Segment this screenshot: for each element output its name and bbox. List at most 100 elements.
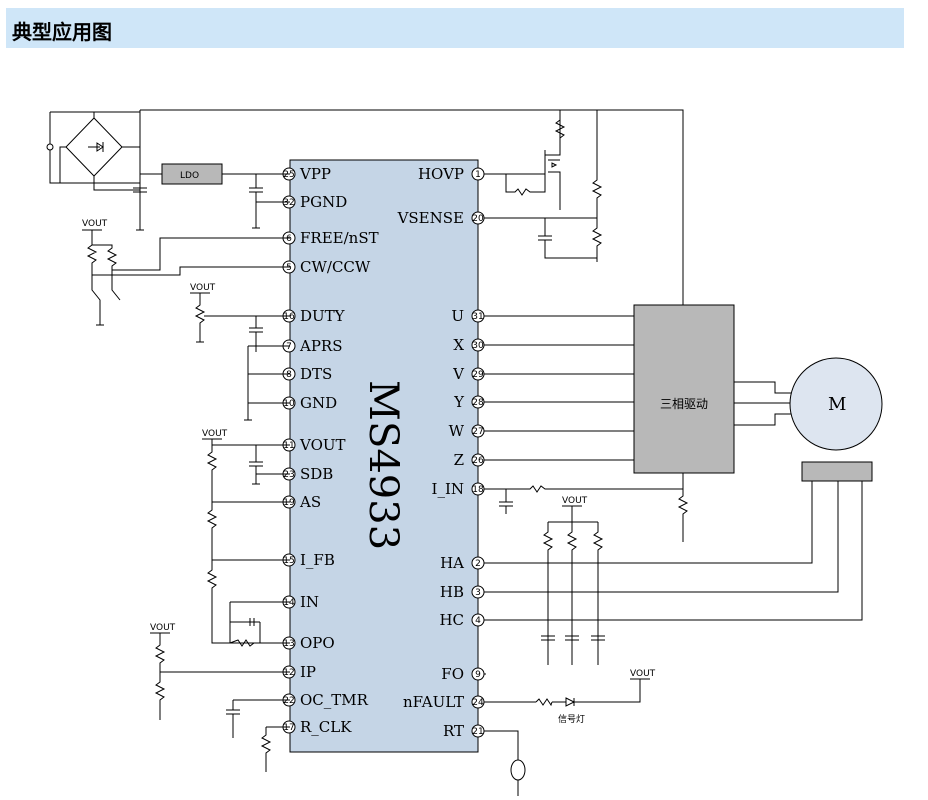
- pin-number-left: 10: [283, 399, 295, 409]
- motor-wires: [734, 381, 792, 426]
- pin-label-right: X: [453, 336, 464, 354]
- pin-number-right: 28: [472, 398, 484, 408]
- pin-label-right: RT: [443, 722, 464, 740]
- hovp-divider-top: [591, 110, 603, 222]
- pin-label-right: HC: [439, 611, 464, 629]
- vout-label-1: VOUT: [82, 219, 108, 229]
- pin-number-right: 18: [472, 485, 484, 495]
- as-divider-top: [206, 445, 290, 503]
- pin-label-left: APRS: [299, 337, 343, 355]
- vout-label-2: VOUT: [190, 283, 216, 293]
- rt-wire: [484, 730, 519, 796]
- vout-label-5: VOUT: [562, 496, 588, 506]
- duty-potentiometer: [190, 292, 210, 343]
- motor-label: M: [828, 394, 846, 415]
- opo-resistor: [229, 639, 260, 647]
- pin-number-right: 2: [475, 559, 481, 569]
- bridge-diode-icon: [88, 142, 104, 152]
- vsense-capacitor: [538, 218, 597, 259]
- vout-rail-1: [82, 229, 102, 245]
- pin-label-left: VOUT: [299, 436, 346, 454]
- signal-lamp-label: 信号灯: [558, 713, 585, 725]
- pin-number-right: 29: [472, 370, 484, 380]
- rclk-resistor: [260, 726, 290, 772]
- hall-sensor-block: [801, 461, 873, 482]
- bridge-wires: [59, 112, 140, 191]
- pin-number-left: 16: [283, 312, 295, 322]
- pin-label-right: nFAULT: [403, 693, 464, 711]
- pin-number-right: 21: [472, 727, 483, 737]
- vout-label-4: VOUT: [150, 623, 176, 633]
- pin-number-left: 13: [283, 639, 294, 649]
- pin-circle-right: [471, 667, 485, 681]
- top-rail-wire: [140, 109, 684, 305]
- current-sense-resistors: [484, 473, 689, 542]
- pin-label-left: PGND: [300, 193, 347, 211]
- header-bar: 典型应用图: [6, 8, 904, 48]
- pin-number-right: 20: [472, 214, 484, 224]
- pin-label-right: VSENSE: [397, 209, 464, 227]
- pin-label-left: VPP: [299, 165, 331, 183]
- ac-source-node: [46, 143, 54, 151]
- page-title: 典型应用图: [12, 20, 112, 44]
- bridge-left-wire: [49, 112, 140, 184]
- nfault-wire: [484, 678, 650, 703]
- ip-divider: [150, 632, 290, 720]
- switch-resistors: [86, 244, 121, 320]
- pin-label-right: I_IN: [432, 480, 464, 498]
- hall-signal-wires: [484, 481, 863, 621]
- pin-label-right: HA: [440, 554, 464, 572]
- pin-number-left: 5: [286, 263, 292, 273]
- pin-number-left: 15: [283, 556, 294, 566]
- config-pins-wiring: [244, 345, 290, 421]
- pin-label-left: SDB: [300, 465, 333, 483]
- pin-label-right: HOVP: [418, 165, 464, 183]
- pin-number-left: 11: [283, 441, 294, 451]
- vpp-capacitor: [249, 174, 263, 229]
- pin-number-left: 14: [283, 598, 295, 608]
- pin-number-left: 7: [286, 342, 292, 352]
- pin-label-right: W: [449, 422, 465, 440]
- pin-number-left: 32: [283, 198, 294, 208]
- pin-number-right: 26: [472, 456, 484, 466]
- switch-ground: [96, 320, 104, 326]
- pin-number-right: 3: [475, 588, 481, 598]
- hovp-mosfet-icon: [544, 150, 561, 210]
- pin-number-left: 8: [286, 370, 292, 380]
- vout-output-wiring: [202, 438, 290, 485]
- pin-number-right: 31: [472, 312, 483, 322]
- pin-number-left: 25: [283, 170, 294, 180]
- vsense-divider: [484, 217, 603, 262]
- pin-label-left: FREE/nST: [300, 229, 379, 247]
- input-capacitor: [133, 174, 147, 231]
- thermistor-icon: [510, 759, 526, 781]
- pin-label-left: DTS: [300, 365, 332, 383]
- vout-label-3: VOUT: [202, 429, 228, 439]
- pin-number-left: 23: [283, 470, 294, 480]
- pin-label-left: IN: [300, 593, 319, 611]
- chip-name: MS4933: [360, 380, 406, 550]
- pin-number-right: 30: [472, 341, 484, 351]
- opo-feedback-network: [229, 601, 290, 643]
- pin-label-right: Y: [453, 393, 465, 411]
- vout-label-6: VOUT: [630, 669, 656, 679]
- pin-label-right: HB: [440, 583, 464, 601]
- ldo-block: [161, 163, 223, 185]
- hovp-gate-resistor: [505, 174, 546, 196]
- pin-label-left: GND: [300, 394, 337, 412]
- switch-wires: [92, 237, 290, 276]
- pin-label-right: V: [452, 365, 465, 383]
- pin-number-left: 19: [283, 498, 295, 508]
- ifb-divider: [206, 560, 290, 644]
- pin-number-left: 6: [286, 234, 292, 244]
- hall-pullup-resistors: [542, 505, 604, 665]
- three-phase-driver-label: 三相驱动: [660, 397, 708, 411]
- pin-label-right: U: [451, 307, 464, 325]
- hall-filter-capacitors: [541, 635, 605, 641]
- pin-number-left: 12: [283, 668, 294, 678]
- phase-output-wires: [484, 315, 634, 461]
- motor-circle: [789, 357, 883, 451]
- pin-label-left: OPO: [300, 634, 335, 652]
- chip-body: [289, 159, 479, 753]
- pin-label-left: I_FB: [300, 551, 335, 569]
